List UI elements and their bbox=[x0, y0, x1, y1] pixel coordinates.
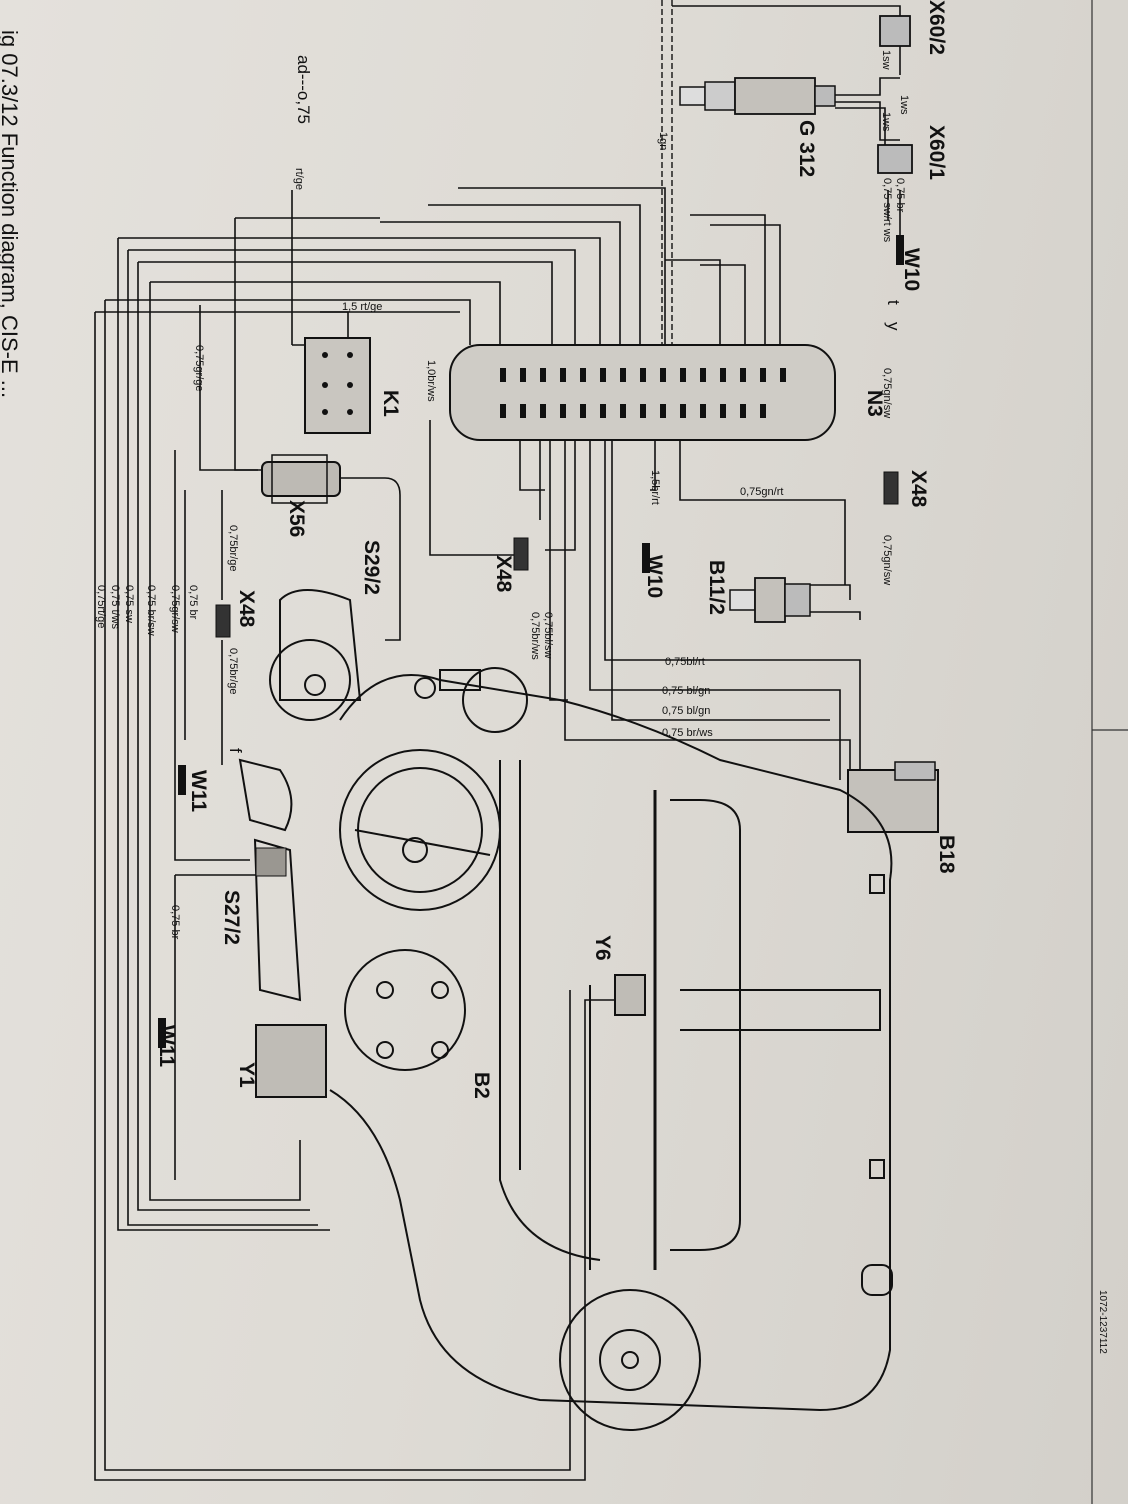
wire-label: t bbox=[884, 300, 903, 305]
x56-connector bbox=[261, 454, 341, 504]
s27-2-switch bbox=[255, 847, 287, 877]
wire-label: 0,75rt/ge bbox=[95, 585, 107, 628]
wire-label: 0,75gr/ge bbox=[193, 345, 205, 391]
label-x48-top: X48 bbox=[907, 470, 930, 508]
label-b11-2: B11/2 bbox=[705, 560, 728, 615]
x60-1-connector bbox=[877, 144, 913, 174]
wire-label: 0,75br/ge bbox=[227, 525, 239, 571]
label-s27-2: S27/2 bbox=[220, 890, 243, 945]
wire-label: 1,5 rt/ge bbox=[342, 301, 382, 313]
label-w11-b: W11 bbox=[155, 1025, 178, 1067]
wire-labels: 1sw 1ws 1ws 0,75 br 0,75 sw/rt ws 1gn t … bbox=[95, 50, 910, 940]
wire-label: 0,75 br bbox=[169, 905, 181, 940]
w11-ground-b bbox=[158, 1018, 166, 1048]
wire-label: 0,75 br bbox=[187, 585, 199, 620]
label-x48-mid: X48 bbox=[492, 555, 515, 593]
wire-label: 1gn bbox=[657, 132, 669, 150]
wire-label: 0,75 sw/rt ws bbox=[881, 178, 893, 243]
figure-caption: ig 07.3/12 Function diagram, CIS-E ... bbox=[0, 30, 22, 398]
wire-label: 0,75br/ws bbox=[529, 612, 541, 660]
wire-label: rt/ge bbox=[293, 168, 305, 190]
label-x56: X56 bbox=[285, 500, 308, 537]
label-s29-2: S29/2 bbox=[360, 540, 383, 595]
b18-component bbox=[847, 761, 939, 833]
wire-label: 1sw bbox=[880, 50, 892, 70]
label-b2: B2 bbox=[470, 1072, 493, 1099]
x48-plug-low bbox=[215, 604, 231, 638]
b11-2-temp-sensor bbox=[729, 577, 811, 623]
wires bbox=[94, 0, 901, 1481]
label-g312: G 312 bbox=[795, 120, 818, 177]
x48-plug-mid bbox=[513, 537, 529, 571]
wire-label: 1,0br/ws bbox=[425, 360, 437, 402]
w11-ground-a bbox=[178, 765, 186, 795]
wire-label: f bbox=[226, 748, 245, 753]
wire-label: 1ws bbox=[898, 95, 910, 115]
label-w11-a: W11 bbox=[187, 770, 210, 812]
wire-label: 0,75gn/sw bbox=[881, 368, 893, 418]
label-y6: Y6 bbox=[591, 935, 614, 961]
wire-label: 0,75gr/sw bbox=[169, 585, 181, 633]
wire-label: 0,75 sw bbox=[123, 585, 135, 623]
document-code: 1072-1237112 bbox=[1097, 1290, 1108, 1354]
wire-label: y bbox=[884, 322, 903, 331]
n3-control-unit bbox=[449, 344, 836, 441]
wire-label: 1ws bbox=[880, 112, 892, 132]
label-x60-2: X60/2 bbox=[925, 0, 948, 55]
engine-drawing bbox=[238, 589, 893, 1431]
wire-label: 0,75 br/sw bbox=[145, 585, 157, 636]
wire-label: 0,75br/ge bbox=[227, 648, 239, 694]
component-labels: X60/2 X60/1 G 312 W10 N3 X48 B11/2 W10 X… bbox=[155, 0, 958, 1099]
label-x60-1: X60/1 bbox=[925, 125, 948, 180]
wire-label: 0,75 t/ws bbox=[109, 585, 121, 630]
w10-ground-top bbox=[896, 235, 904, 265]
label-y1: Y1 bbox=[235, 1062, 258, 1088]
x60-2-connector bbox=[879, 15, 911, 47]
label-w10-mid: W10 bbox=[643, 555, 666, 598]
wire-label: 0,75 br bbox=[894, 178, 906, 213]
label-x48-low: X48 bbox=[235, 590, 258, 628]
wire-label: ad---o,75 bbox=[294, 55, 313, 124]
wire-label: 0,75 bl/gn bbox=[662, 705, 710, 717]
k1-relay bbox=[304, 337, 371, 434]
label-b18: B18 bbox=[935, 835, 958, 874]
x48-plug-top bbox=[883, 471, 899, 505]
wire-label: 0,75gn/sw bbox=[881, 535, 893, 585]
wire-label: 0,75 br/ws bbox=[662, 727, 713, 739]
label-k1: K1 bbox=[379, 390, 402, 417]
wire-label: 0,75bl/sw bbox=[542, 612, 554, 659]
wire-label: 0,75 bl/gn bbox=[662, 685, 710, 697]
wire-label: 0,75gn/rt bbox=[740, 486, 783, 498]
label-w10-top: W10 bbox=[900, 248, 923, 291]
wire-label: 1,5br/rt bbox=[649, 470, 661, 505]
g312-oxygen-sensor bbox=[679, 77, 836, 115]
wire-label: 0,75bl/rt bbox=[665, 656, 705, 668]
w10-ground-mid bbox=[642, 543, 650, 573]
label-n3: N3 bbox=[863, 390, 886, 417]
